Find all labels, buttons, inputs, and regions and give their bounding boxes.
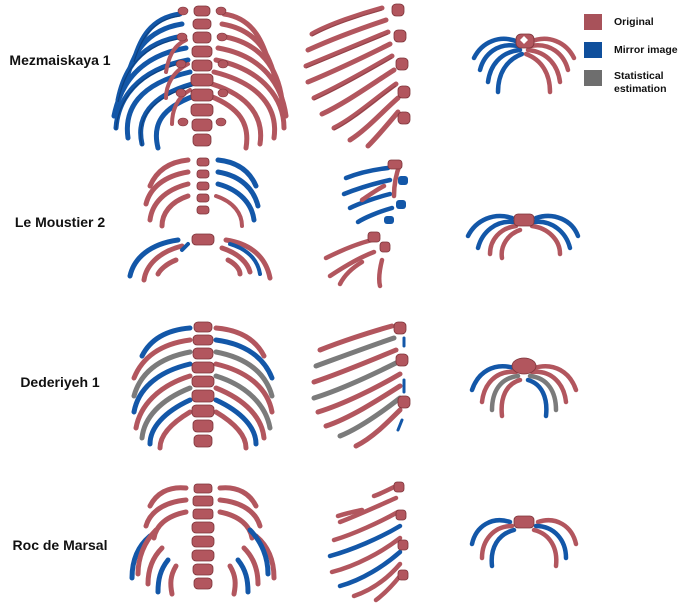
roc-de-marsal-side-view bbox=[327, 481, 409, 603]
le-moustier-side-view bbox=[323, 159, 408, 289]
legend-swatch-mirror-image bbox=[584, 42, 602, 58]
legend-label-statistical-estimation: Statistical estimation bbox=[614, 70, 667, 95]
le-moustier-top-view bbox=[465, 213, 581, 261]
roc-de-marsal-front-view bbox=[129, 483, 277, 597]
legend-swatch-statistical-estimation bbox=[584, 70, 602, 86]
le-moustier-front-view bbox=[127, 157, 273, 283]
dederiyeh-top-view bbox=[469, 357, 579, 419]
mezmaiskaya-front-view bbox=[111, 5, 289, 151]
dederiyeh-side-view bbox=[311, 321, 411, 449]
roc-de-marsal-top-view bbox=[469, 515, 579, 569]
row-label-dederiyeh: Dederiyeh 1 bbox=[20, 374, 100, 390]
row-label-mezmaiskaya: Mezmaiskaya 1 bbox=[9, 52, 111, 68]
row-label-roc-de-marsal: Roc de Marsal bbox=[12, 537, 108, 553]
mezmaiskaya-top-view bbox=[471, 33, 577, 95]
legend-label-original: Original bbox=[614, 16, 654, 28]
legend-label-mirror-image: Mirror image bbox=[614, 44, 678, 56]
mezmaiskaya-side-view bbox=[303, 3, 411, 149]
legend-swatch-original bbox=[584, 14, 602, 30]
dederiyeh-front-view bbox=[131, 321, 275, 451]
row-label-le-moustier: Le Moustier 2 bbox=[14, 214, 106, 230]
